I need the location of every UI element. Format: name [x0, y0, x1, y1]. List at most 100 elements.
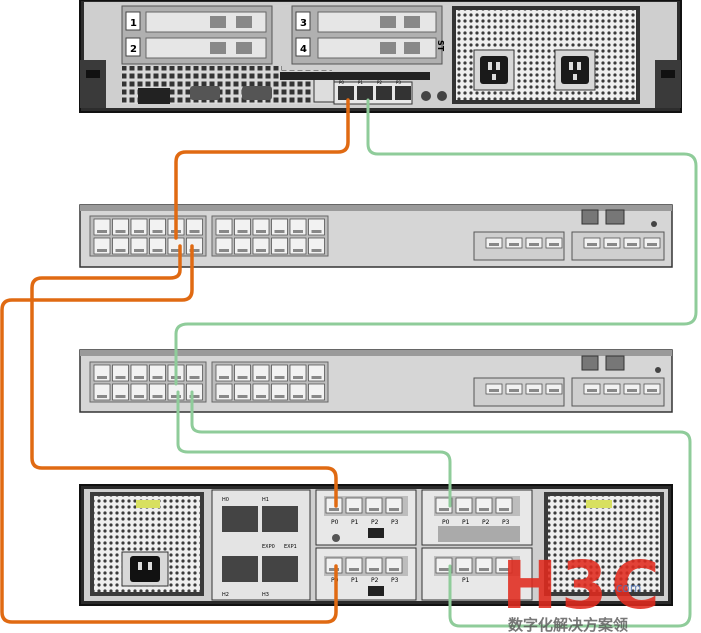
- switch-1-port-1-1-4-latch: [293, 249, 303, 252]
- server-port-label-1: P1: [358, 80, 363, 85]
- green-cable-switch2-storage-d: [190, 390, 692, 628]
- switch-1-port-0-1-2-latch: [134, 249, 144, 252]
- storage-ctrl-2-port-3-latch: [499, 508, 509, 511]
- cables: [0, 98, 698, 628]
- switch-1-sfp-0-0-latch: [489, 243, 499, 246]
- switch-1-sfp-0-1-latch: [509, 243, 519, 246]
- switch-2-port-0-1-2-latch: [134, 395, 144, 398]
- storage-ctrl-a-p2: P2: [371, 519, 379, 526]
- storage-ctrl-1-port-1-latch: [349, 568, 359, 571]
- storage-ports: [325, 497, 513, 574]
- switch-1-port-0-0-3-latch: [152, 230, 163, 233]
- switch-1-sfp-0-3-latch: [549, 243, 559, 246]
- storage-h3-label: H3: [262, 592, 269, 598]
- switch-1-port-1-0-2-latch: [256, 230, 266, 233]
- switch-1-sfp-1-1-latch: [607, 243, 617, 246]
- switch-1-port-0-1-3-latch: [152, 249, 163, 252]
- switch-2-port-0-0-5-latch: [189, 376, 200, 379]
- server-slot-4-label: 4: [300, 44, 307, 55]
- switch-2-port-1-0-1-latch: [237, 376, 248, 379]
- storage-ctrl-c-p3: P3: [391, 577, 399, 584]
- switch-2-port-1-0-5-latch: [311, 376, 322, 379]
- storage-exp0-label: EXP0: [262, 544, 275, 550]
- server-slot-2-label: 2: [130, 44, 137, 55]
- switch-2-port-1-0-0-latch: [219, 376, 229, 379]
- switch-2-sfp-1-0-latch: [587, 389, 597, 392]
- green-cable-switch2-storage-b: [176, 390, 452, 508]
- switch-1-port-0-1-5-latch: [189, 249, 200, 252]
- switch-2-port-1-1-4-latch: [293, 395, 303, 398]
- switch-1-port-1-0-5-latch: [311, 230, 322, 233]
- storage-ctrl-0-port-3-latch: [389, 508, 399, 511]
- switch-1-sfp-1-0-latch: [587, 243, 597, 246]
- switch-1-port-1-0-4-latch: [293, 230, 303, 233]
- switch-2-sfp-0-0-latch: [489, 389, 499, 392]
- storage-ctrl-3-port-2-latch: [479, 568, 489, 571]
- storage-ctrl-1-port-3-latch: [389, 568, 399, 571]
- storage-ctrl-0-port-1-latch: [349, 508, 359, 511]
- storage-ctrl-a-p1: P1: [351, 519, 359, 526]
- switch-2-port-1-1-0-latch: [219, 395, 229, 398]
- h3c-watermark: H3C .com 数字化解决方案领: [502, 547, 664, 633]
- storage-h1-label: H1: [262, 497, 269, 503]
- green-cable-server-switch2: [174, 98, 698, 386]
- switch-1-sfp-1-3-latch: [647, 243, 657, 246]
- storage-ctrl-0-port-0-latch: [329, 508, 339, 511]
- storage-ctrl-3-port-0-latch: [439, 568, 449, 571]
- server-rear-panel: [79, 0, 682, 113]
- storage-ctrl-1-port-2-latch: [369, 568, 379, 571]
- server-port-label-0: P0: [339, 80, 344, 85]
- switch-2-port-0-0-0-latch: [97, 376, 107, 379]
- storage-ctrl-a-p0: P0: [331, 519, 339, 526]
- switch-2-port-0-0-1-latch: [115, 376, 126, 379]
- watermark-tagline: 数字化解决方案领: [508, 616, 628, 633]
- switch-1: [79, 204, 673, 268]
- storage-ctrl-3-port-3-latch: [499, 568, 509, 571]
- switch-1-port-0-0-1-latch: [115, 230, 126, 233]
- server-pcie-label: ST: [436, 40, 445, 52]
- storage-ctrl-0-port-2-latch: [369, 508, 379, 511]
- switch-2-port-0-1-3-latch: [152, 395, 163, 398]
- storage-ctrl-d-p1: P1: [462, 577, 470, 584]
- switch-2-port-1-1-2-latch: [256, 395, 266, 398]
- storage-ctrl-1-port-0-latch: [329, 568, 339, 571]
- switch-ports: [93, 218, 661, 401]
- server-port-label-3: P3: [396, 80, 401, 85]
- switch-1-sfp-0-2-latch: [529, 243, 539, 246]
- switch-1-port-1-1-1-latch: [237, 249, 248, 252]
- server-slot-3-label: 3: [300, 18, 307, 29]
- switch-2-sfp-1-3-latch: [647, 389, 657, 392]
- switch-1-port-0-0-2-latch: [134, 230, 144, 233]
- watermark-site-text: .com: [612, 581, 641, 595]
- switch-2-port-1-1-1-latch: [237, 395, 248, 398]
- switch-2-port-0-1-0-latch: [97, 395, 107, 398]
- switch-1-port-1-1-0-latch: [219, 249, 229, 252]
- switch-2-port-0-1-5-latch: [189, 395, 200, 398]
- storage-ctrl-2-port-0-latch: [439, 508, 449, 511]
- switch-1-port-0-1-0-latch: [97, 249, 107, 252]
- switch-2-port-1-1-5-latch: [311, 395, 322, 398]
- server-port-label-2: P2: [377, 80, 382, 85]
- switch-1-port-0-1-4-latch: [171, 249, 181, 252]
- switch-1-port-1-0-3-latch: [274, 230, 285, 233]
- switch-2-port-1-1-3-latch: [274, 395, 285, 398]
- switch-2-port-1-0-2-latch: [256, 376, 266, 379]
- switch-1-port-0-1-1-latch: [115, 249, 126, 252]
- switch-1-sfp-1-2-latch: [627, 243, 637, 246]
- orange-cable-server-switch1: [174, 98, 350, 240]
- storage-ctrl-a-p3: P3: [391, 519, 399, 526]
- switch-2-sfp-0-3-latch: [549, 389, 559, 392]
- switch-2-port-0-0-3-latch: [152, 376, 163, 379]
- switch-2-port-0-1-1-latch: [115, 395, 126, 398]
- server-slot-1-label: 1: [130, 18, 137, 29]
- storage-ctrl-3-port-1-latch: [459, 568, 469, 571]
- switch-2-port-1-0-3-latch: [274, 376, 285, 379]
- switch-2-port-0-0-2-latch: [134, 376, 144, 379]
- switch-2-port-1-0-4-latch: [293, 376, 303, 379]
- storage-ctrl-c-p2: P2: [371, 577, 379, 584]
- storage-ctrl-b-p0: P0: [442, 519, 450, 526]
- h3c-logo: H3C: [502, 547, 664, 624]
- storage-ctrl-b-p2: P2: [482, 519, 490, 526]
- switch-1-port-0-0-5-latch: [189, 230, 200, 233]
